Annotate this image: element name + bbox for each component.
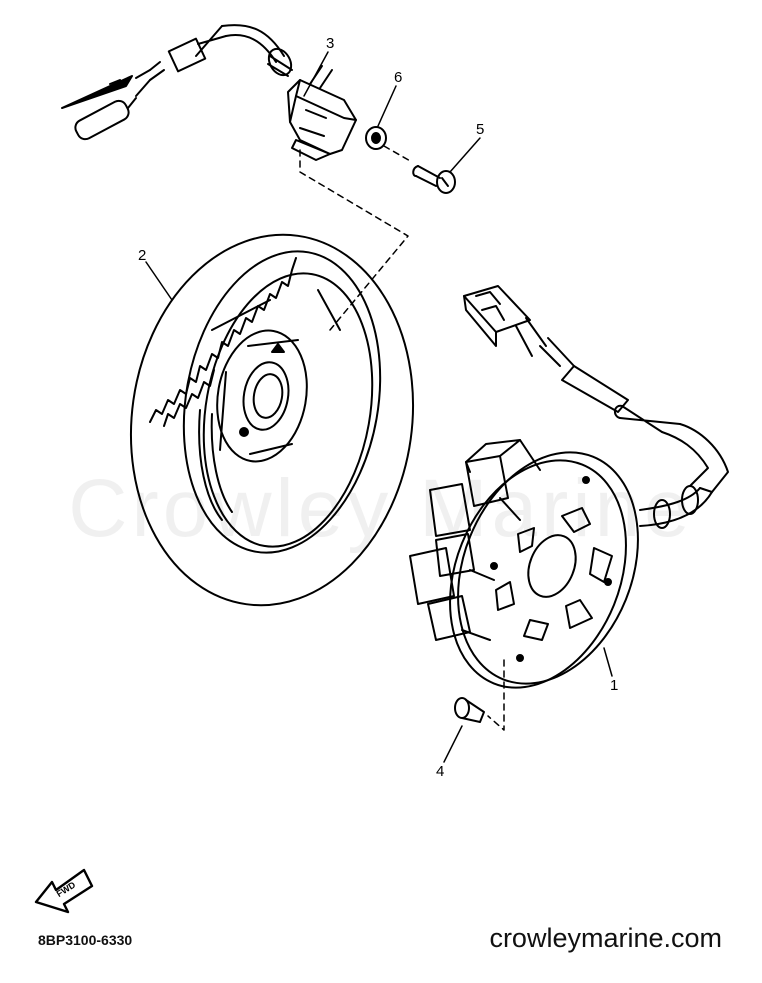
alignment-line-coil <box>299 149 409 331</box>
callout-3: 3 <box>326 35 334 52</box>
catalog-number: 8BP3100-6330 <box>38 932 133 948</box>
pulser-coil[interactable] <box>61 24 357 161</box>
callout-4: 4 <box>436 763 444 780</box>
washer[interactable] <box>365 126 387 150</box>
alignment-line-stator <box>487 659 505 731</box>
site-url[interactable]: crowleymarine.com <box>489 923 722 953</box>
screw[interactable] <box>454 697 485 723</box>
callout-2: 2 <box>138 247 146 264</box>
flywheel[interactable] <box>107 216 436 623</box>
leader-lines <box>145 51 613 763</box>
stator[interactable] <box>409 285 729 714</box>
callout-5: 5 <box>476 121 484 138</box>
bolt[interactable] <box>412 165 456 194</box>
fwd-arrow-icon: FWD <box>34 868 94 914</box>
callout-1: 1 <box>610 677 618 694</box>
callout-6: 6 <box>394 69 402 86</box>
